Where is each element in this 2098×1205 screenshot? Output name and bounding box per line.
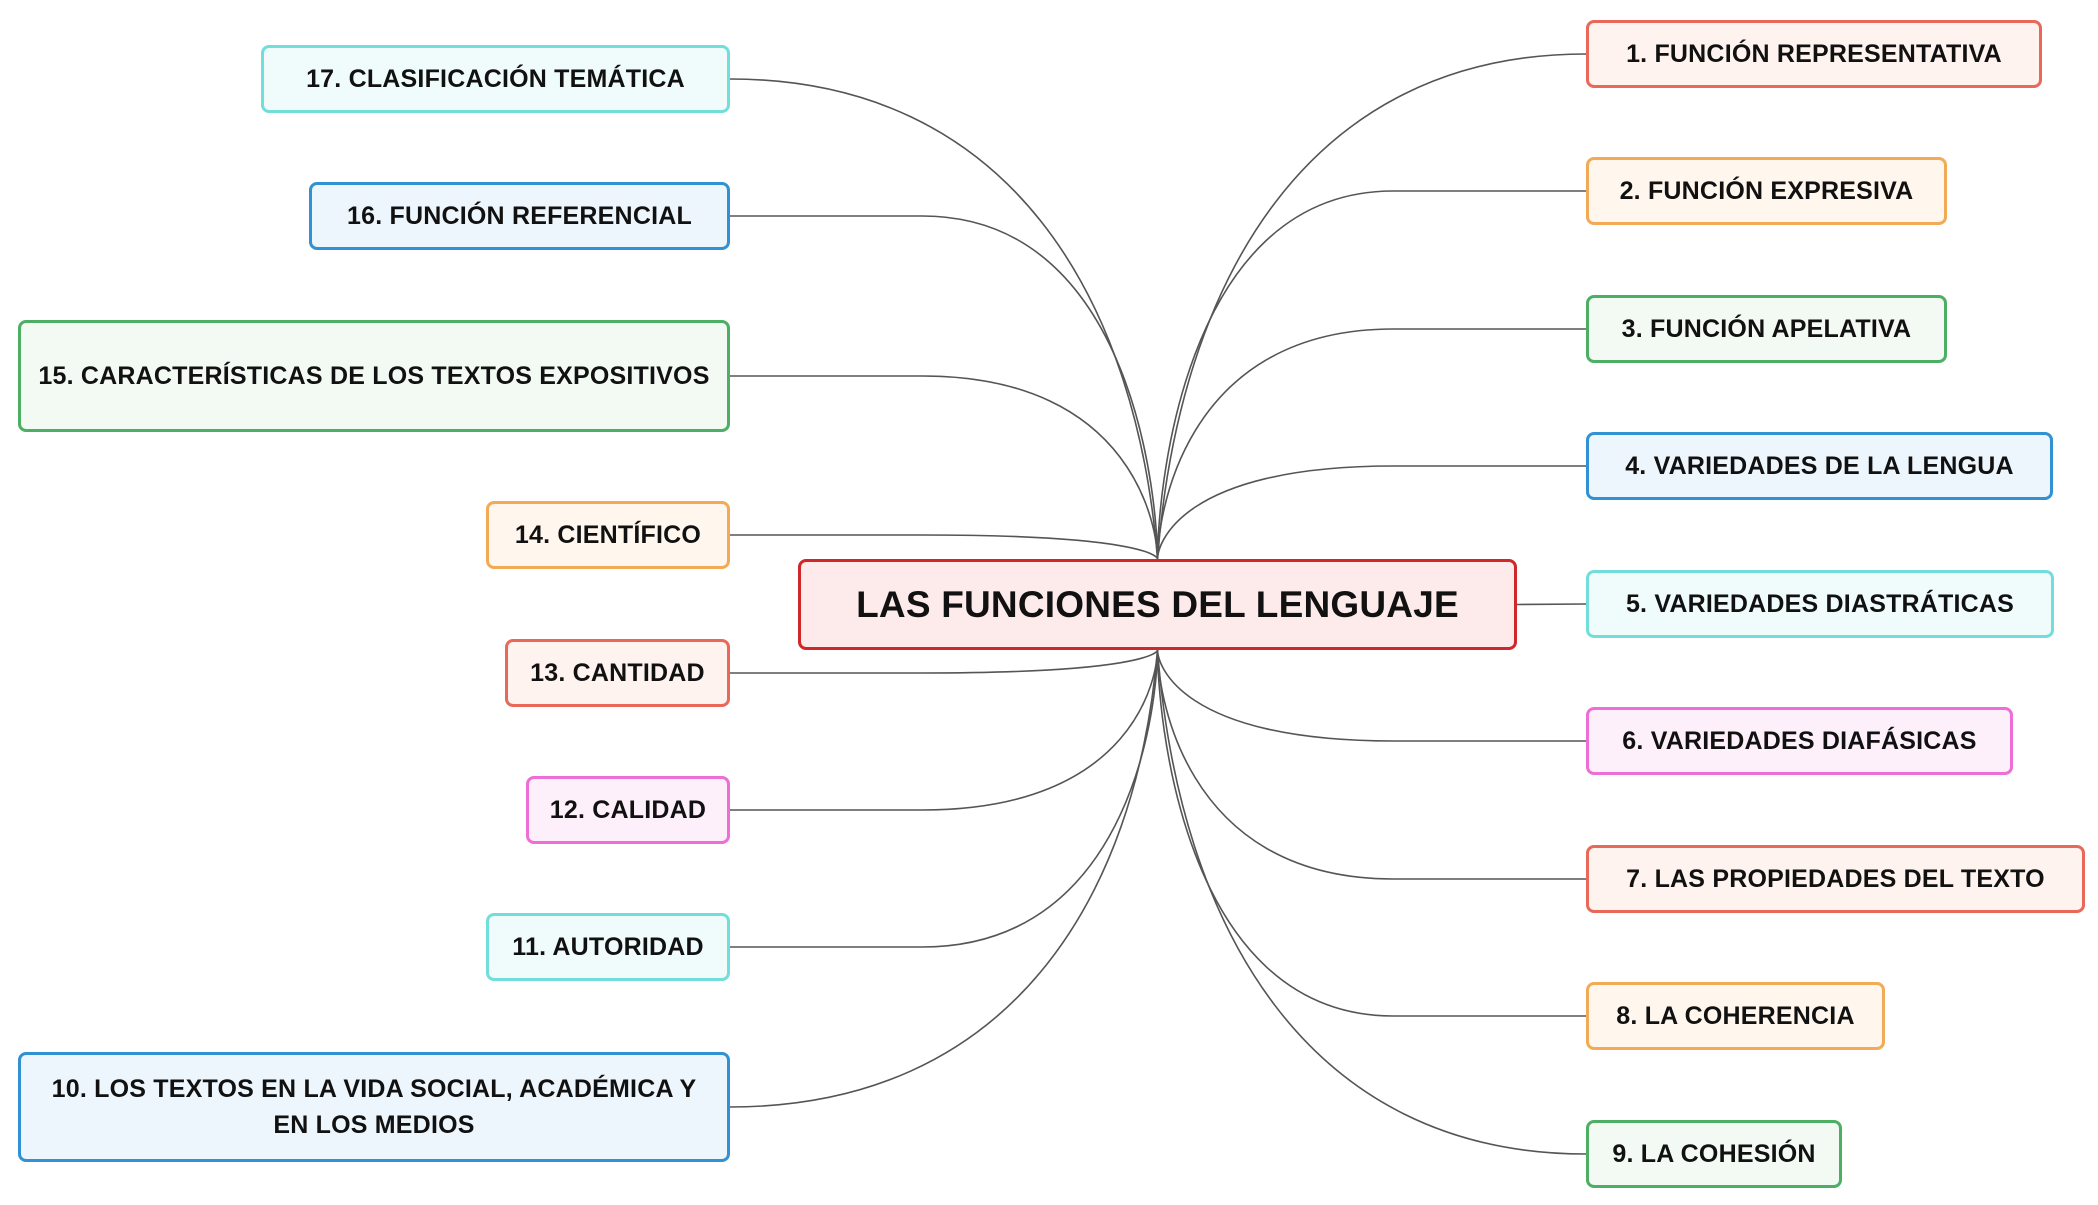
topic-13-cantidad[interactable]: 13. CANTIDAD <box>505 639 730 707</box>
connector-line-12 <box>730 649 1159 811</box>
connector-line-9 <box>1156 649 1587 1155</box>
central-topic[interactable]: LAS FUNCIONES DEL LENGUAJE <box>798 559 1517 650</box>
connector-line-3 <box>1156 328 1586 560</box>
topic-1-funcion-representativa[interactable]: 1. FUNCIÓN REPRESENTATIVA <box>1586 20 2042 88</box>
connector-line-14 <box>730 534 1159 560</box>
connector-line-6 <box>1156 649 1586 742</box>
connector-line-7 <box>1156 649 1586 880</box>
topic-14-cientifico[interactable]: 14. CIENTÍFICO <box>486 501 730 569</box>
topic-7-las-propiedades-del-texto[interactable]: 7. LAS PROPIEDADES DEL TEXTO <box>1586 845 2085 913</box>
topic-11-autoridad[interactable]: 11. AUTORIDAD <box>486 913 730 981</box>
topic-9-la-cohesion[interactable]: 9. LA COHESIÓN <box>1586 1120 1842 1188</box>
topic-10-los-textos-en-la-vida-social[interactable]: 10. LOS TEXTOS EN LA VIDA SOCIAL, ACADÉM… <box>18 1052 730 1162</box>
topic-5-variedades-diastraticas[interactable]: 5. VARIEDADES DIASTRÁTICAS <box>1586 570 2054 638</box>
connector-line-1 <box>1156 53 1587 560</box>
topic-12-calidad[interactable]: 12. CALIDAD <box>526 776 730 844</box>
connector-line-16 <box>730 215 1159 560</box>
connector-line-2 <box>1156 190 1586 560</box>
topic-15-caracteristicas-de-los-textos-expositivos[interactable]: 15. CARACTERÍSTICAS DE LOS TEXTOS EXPOSI… <box>18 320 730 432</box>
topic-16-funcion-referencial[interactable]: 16. FUNCIÓN REFERENCIAL <box>309 182 730 250</box>
topic-2-funcion-expresiva[interactable]: 2. FUNCIÓN EXPRESIVA <box>1586 157 1947 225</box>
connector-line-15 <box>730 375 1159 560</box>
topic-6-variedades-diafasicas[interactable]: 6. VARIEDADES DIAFÁSICAS <box>1586 707 2013 775</box>
connector-line-4 <box>1156 465 1586 560</box>
connector-line-13 <box>730 649 1159 674</box>
topic-3-funcion-apelativa[interactable]: 3. FUNCIÓN APELATIVA <box>1586 295 1947 363</box>
topic-4-variedades-de-la-lengua[interactable]: 4. VARIEDADES DE LA LENGUA <box>1586 432 2053 500</box>
topic-17-clasificacion-tematica[interactable]: 17. CLASIFICACIÓN TEMÁTICA <box>261 45 730 113</box>
connector-line-10 <box>729 649 1159 1108</box>
connector-line-8 <box>1156 649 1586 1017</box>
connector-line-5 <box>1516 603 1587 606</box>
connector-line-17 <box>729 78 1159 560</box>
connector-line-11 <box>730 649 1159 948</box>
topic-8-la-coherencia[interactable]: 8. LA COHERENCIA <box>1586 982 1885 1050</box>
